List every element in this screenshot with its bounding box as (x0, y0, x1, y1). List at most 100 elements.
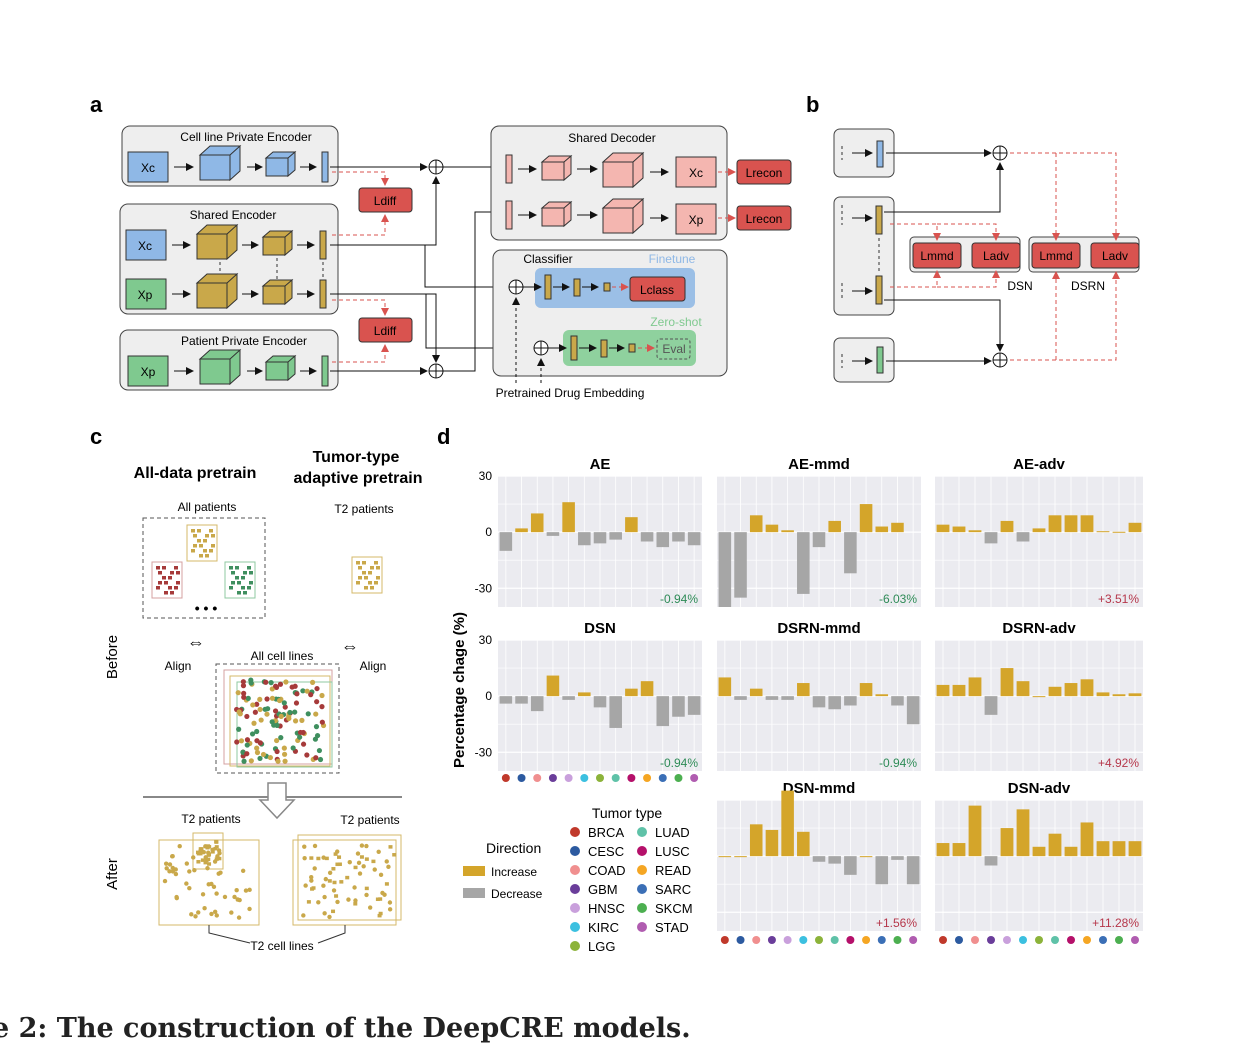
bar-lusc (625, 517, 638, 533)
bar-panel-summary: +4.92% (1098, 756, 1139, 770)
bar-read (859, 683, 873, 697)
patient-sample-marker (231, 581, 235, 585)
legend-dot-lusc (637, 846, 647, 856)
patient-sample-marker (364, 857, 369, 861)
cell-line-dot (167, 862, 173, 867)
bar-lgg (593, 532, 607, 544)
bar-lusc (844, 856, 857, 875)
bar-hnsc (1000, 520, 1014, 533)
cell-line-dot (218, 870, 223, 875)
cell-line-dot (364, 843, 369, 849)
cell-line-dot (323, 876, 329, 882)
tumor-color-dot (720, 936, 729, 944)
bar-lgg (593, 696, 607, 708)
patient-sample-marker (164, 581, 168, 585)
patient-sample-marker (162, 566, 166, 570)
legend-decrease-label: Decrease (491, 887, 543, 901)
cell-line-dot (319, 704, 325, 710)
cell-line-dot (162, 878, 168, 884)
patient-sample-marker (339, 880, 344, 884)
bar-panel-dsrn-adv: DSRN-adv+4.92% (935, 620, 1143, 771)
bar-gbm (984, 856, 998, 866)
shared-encoder-label: Shared Encoder (190, 208, 277, 222)
cell-line-dot (200, 892, 206, 897)
cell-line-dot (240, 868, 246, 874)
bar-brca (936, 843, 950, 857)
cell-line-dot (274, 748, 280, 755)
cell-line-dot (174, 894, 179, 900)
patient-sample-marker (193, 544, 197, 548)
t2-patients-after-left-label: T2 patients (181, 812, 240, 826)
patient-sample-marker (374, 581, 378, 585)
patient-sample-marker (158, 581, 162, 585)
bar-kirc (1016, 681, 1030, 697)
bar-sarc (656, 696, 670, 727)
tumor-color-dot (596, 774, 604, 782)
patient-sample-marker (214, 857, 219, 861)
bar-lgg (812, 856, 826, 862)
bar-hnsc (562, 502, 575, 533)
tumor-color-dot (533, 774, 542, 782)
cell-line-dot (278, 713, 284, 720)
finetune-label: Finetune (649, 252, 696, 266)
tumor-color-dot (767, 936, 776, 944)
cell-line-dot (305, 711, 311, 717)
cell-line-dot (257, 706, 263, 713)
cell-line-dot (312, 866, 317, 871)
cell-line-dot (283, 679, 289, 685)
bar-cesc (952, 684, 966, 697)
legend-tumor-title: Tumor type (592, 805, 662, 821)
bar-panel-dsn-mmd: DSN-mmd+1.56% (717, 780, 921, 931)
legend-direction-title: Direction (486, 840, 541, 856)
bar-stad (1128, 693, 1142, 697)
tumor-color-dot (1131, 936, 1139, 944)
legend-dot-brca (570, 827, 580, 837)
cell-line-dot (312, 843, 318, 849)
patient-sample-marker (237, 591, 241, 595)
ldiff-box-top (358, 187, 413, 213)
bar-luad (1048, 515, 1062, 533)
all-patients-label: All patients (178, 500, 237, 514)
y-tick-label: 0 (485, 525, 492, 539)
cell-line-dot (263, 679, 269, 685)
patient-sample-marker (213, 846, 218, 851)
lclass-label: Lclass (640, 283, 674, 297)
cell-line-dot (192, 867, 197, 873)
cell-line-dot (235, 690, 241, 696)
panel-b-letter: b (806, 92, 819, 117)
bar-kirc (797, 683, 810, 697)
patient-sample-marker (345, 875, 350, 880)
cell-line-dot (216, 848, 222, 853)
legend-label-kirc: KIRC (588, 920, 619, 935)
patient-sample-marker (211, 534, 215, 538)
cell-line-dot (304, 688, 310, 694)
bar-panel-ae-adv: AE-adv+3.51% (935, 456, 1143, 607)
bar-sarc (1096, 531, 1110, 533)
patient-sample-marker (335, 862, 340, 867)
bar-lusc (625, 688, 638, 697)
t2-patients-top-label: T2 patients (334, 502, 393, 516)
patient-private-encoder-label: Patient Private Encoder (181, 334, 307, 348)
patient-sample-marker (358, 576, 362, 580)
cell-line-dot (244, 737, 251, 743)
patient-sample-marker (197, 529, 201, 533)
bar-luad (1048, 686, 1062, 697)
bar-read (640, 681, 654, 697)
legend-label-skcm: SKCM (655, 901, 693, 916)
patient-sample-marker (196, 860, 201, 864)
patient-sample-marker (241, 586, 245, 590)
bar-luad (1048, 833, 1062, 857)
tumor-color-dot (1083, 936, 1091, 944)
lrecon-label-bottom: Lrecon (746, 212, 783, 226)
patient-sample-marker (370, 586, 374, 590)
cell-line-dot (254, 745, 260, 751)
bar-lgg (812, 696, 826, 708)
bar-panel-summary: -6.03% (879, 592, 917, 606)
y-tick-label: 30 (479, 633, 493, 647)
y-axis-label: Percentage chage (%) (451, 612, 468, 768)
patient-sample-marker (375, 897, 380, 902)
cell-line-dot (287, 709, 293, 716)
cell-line-dot (294, 691, 300, 697)
cell-line-dot (245, 695, 251, 701)
bar-read (859, 856, 873, 858)
